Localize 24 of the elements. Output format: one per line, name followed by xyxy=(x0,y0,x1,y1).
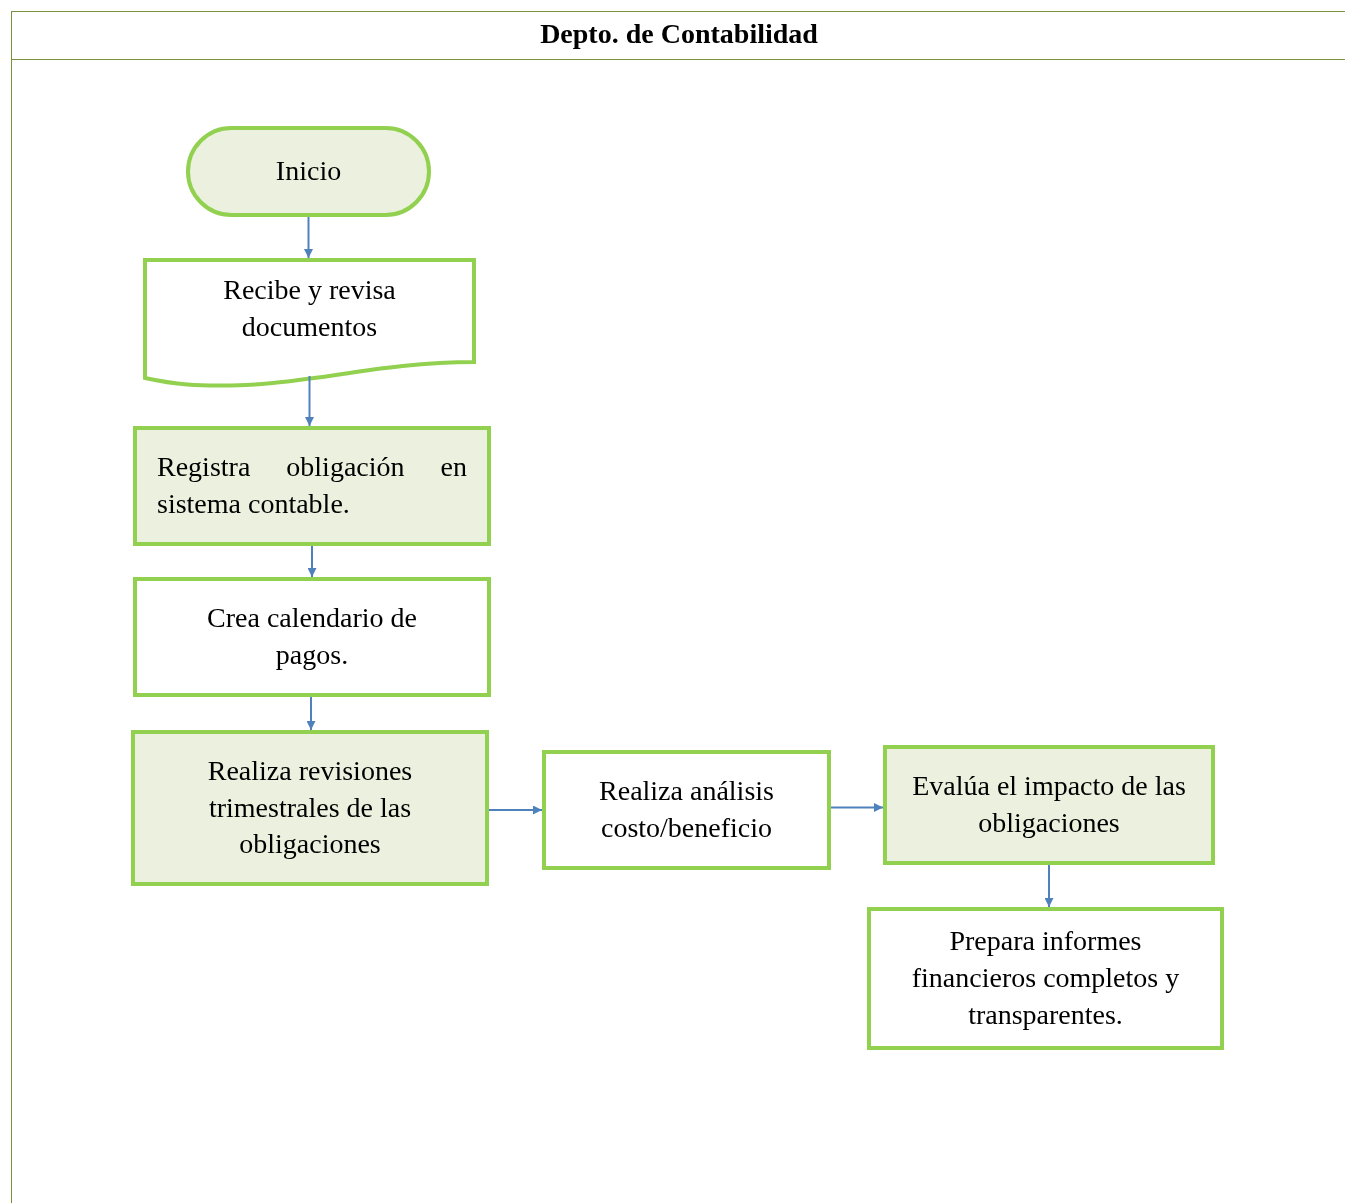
lane-header: Depto. de Contabilidad xyxy=(539,17,819,51)
step-text: Evalúa el impacto de las obligaciones xyxy=(911,769,1187,840)
arrow xyxy=(830,803,884,812)
document-shape xyxy=(143,258,476,388)
process-box xyxy=(867,907,1224,1050)
arrow xyxy=(306,696,316,731)
arrow xyxy=(305,375,314,427)
arrow xyxy=(307,545,317,578)
process-box xyxy=(133,577,491,697)
process-box xyxy=(133,426,491,546)
process-box xyxy=(542,750,831,870)
step-text: Prepara informes financieros completos y transparentes. xyxy=(910,924,1181,1032)
step-text: Realiza revisiones trimestrales de las obligaciones xyxy=(206,753,414,862)
process-box xyxy=(883,745,1215,865)
step-text: Crea calendario de pagos. xyxy=(206,601,418,672)
step-text: Inicio xyxy=(275,154,342,188)
step-text: Realiza análisis costo/beneficio xyxy=(598,774,775,845)
arrow xyxy=(488,805,543,815)
arrow xyxy=(1044,864,1054,908)
step-text: Registra obligación en sistema contable. xyxy=(157,450,467,521)
process-box xyxy=(131,730,489,886)
swimlane xyxy=(11,11,1345,1203)
arrow xyxy=(304,216,313,259)
step-text: Recibe y revisa documentos xyxy=(222,273,397,344)
